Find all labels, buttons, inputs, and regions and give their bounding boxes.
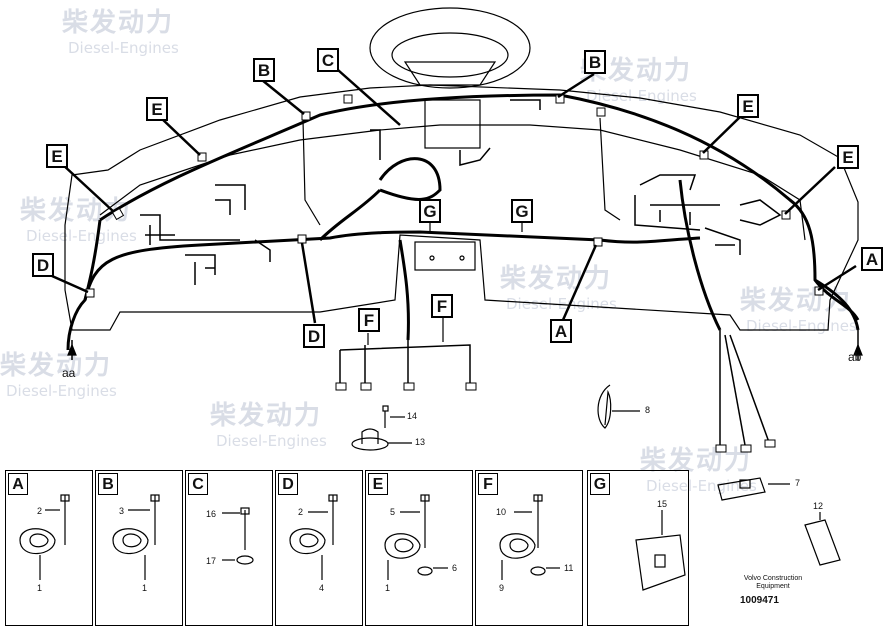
steering-wheel-inner	[391, 32, 509, 78]
part-number: 3	[119, 506, 125, 516]
end-label-aa: aa	[62, 366, 76, 380]
strip-12	[804, 519, 841, 566]
part-number: 1	[385, 583, 391, 593]
harness-bottom	[83, 230, 701, 301]
part-number: 11	[564, 563, 574, 573]
harness-top	[99, 93, 860, 321]
clip-7	[717, 477, 766, 501]
part-number: 4	[319, 583, 325, 593]
part-number: 7	[795, 478, 801, 488]
callout-e: E	[837, 145, 859, 169]
detail-panel-f: F	[475, 470, 583, 626]
part-number: 2	[298, 507, 304, 517]
detail-panel-g: G	[587, 470, 689, 626]
detail-panel-e: E	[365, 470, 473, 626]
dashboard-inner	[99, 124, 806, 241]
callout-g: G	[419, 199, 441, 223]
callout-a: A	[550, 319, 572, 343]
steering-column	[424, 99, 481, 149]
bolt-14	[382, 405, 389, 412]
callout-e: E	[46, 144, 68, 168]
harness-right-drop	[678, 179, 722, 331]
part-number: 10	[496, 507, 507, 517]
part-number: 9	[499, 583, 505, 593]
callout-a: A	[861, 247, 883, 271]
part-number: 5	[390, 507, 396, 517]
steering-wheel	[369, 7, 531, 89]
callout-c: C	[317, 48, 339, 72]
part-number: 12	[813, 501, 824, 511]
callout-g: G	[511, 199, 533, 223]
part-number: 1	[142, 583, 148, 593]
callout-b: B	[584, 50, 606, 74]
part-number: 6	[452, 563, 458, 573]
harness-center-drop	[398, 239, 410, 341]
detail-panel-a: A	[5, 470, 93, 626]
panel-label: D	[278, 473, 298, 495]
callout-e: E	[146, 97, 168, 121]
dashboard-outline	[64, 84, 859, 331]
panel-label: E	[368, 473, 388, 495]
detail-panel-d: D	[275, 470, 363, 626]
callout-d: D	[32, 253, 54, 277]
part-number: 8	[645, 405, 651, 415]
part-number: 1	[37, 583, 43, 593]
part-number: 16	[206, 509, 217, 519]
brand-line: Equipment	[756, 583, 790, 590]
end-label-ab: ab	[848, 350, 862, 364]
part-number: 14	[407, 411, 418, 421]
panel-label: C	[188, 473, 208, 495]
callout-b: B	[253, 58, 275, 82]
mount-base-13	[351, 437, 389, 451]
callout-e: E	[737, 94, 759, 118]
callout-f: F	[358, 308, 380, 332]
part-number: 15	[657, 499, 668, 509]
harness-right-end	[814, 278, 860, 331]
detail-panel-c: C	[185, 470, 273, 626]
harness-left-end	[66, 219, 102, 351]
reference-number: 1009471	[740, 595, 779, 606]
part-number: 13	[415, 437, 426, 447]
part-number: 2	[37, 506, 43, 516]
callout-d: D	[303, 324, 325, 348]
panel-label: G	[590, 473, 610, 495]
callout-f: F	[431, 294, 453, 318]
cable-tie-8	[597, 384, 612, 429]
panel-label: A	[8, 473, 28, 495]
brand-line: Volvo Construction	[743, 575, 803, 582]
panel-label: F	[478, 473, 498, 495]
center-bracket	[414, 241, 476, 271]
part-number: 17	[206, 556, 217, 566]
panel-label: B	[98, 473, 118, 495]
detail-panel-b: B	[95, 470, 183, 626]
